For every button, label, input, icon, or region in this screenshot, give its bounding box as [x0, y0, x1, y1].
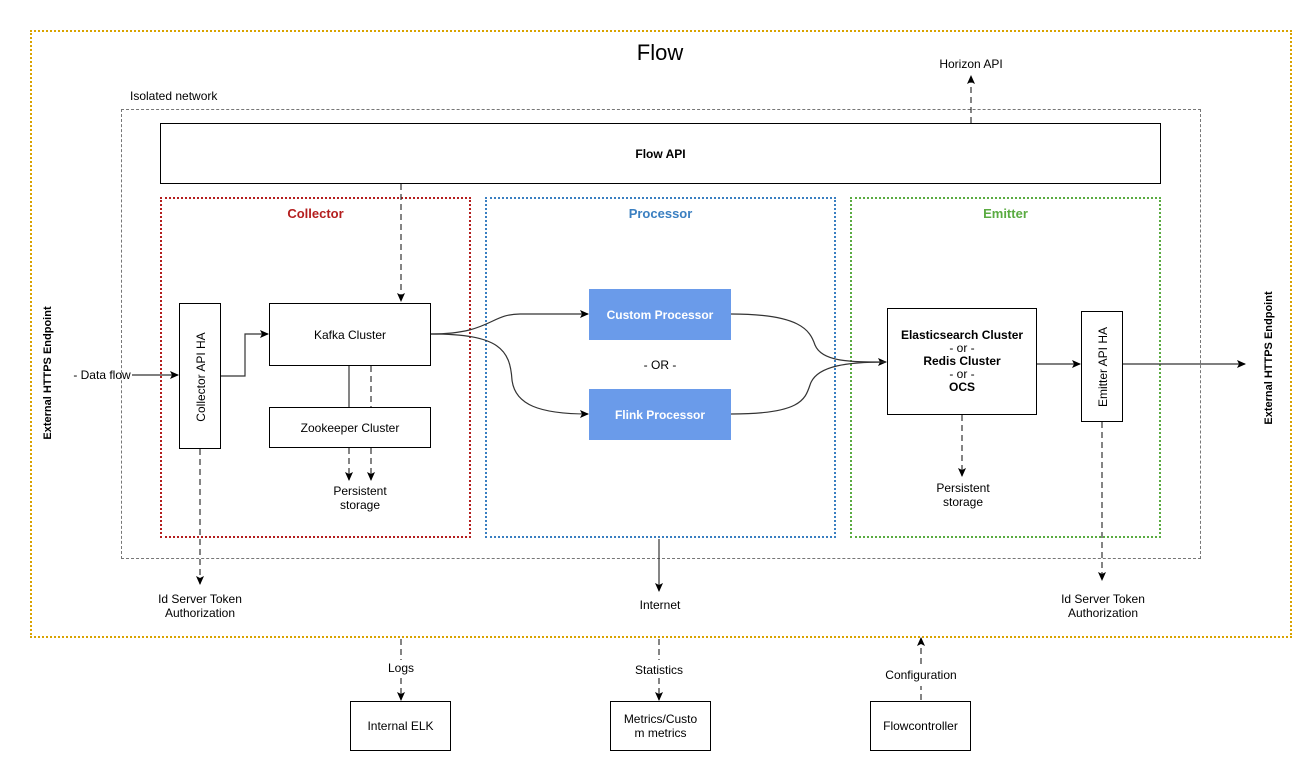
emitter-title: Emitter: [983, 206, 1028, 221]
collector-storage-line2: storage: [339, 498, 381, 512]
store-line3: Redis Cluster: [923, 354, 1001, 368]
emitter-storage-line1: Persistent: [936, 481, 990, 495]
flowcontroller-label: Flowcontroller: [883, 719, 958, 733]
collector-id-server-line2: Authorization: [164, 606, 236, 620]
collector-api-label: Collector API HA: [194, 332, 208, 422]
internal-elk-box: Internal ELK: [350, 701, 451, 751]
metrics-line1: Metrics/Custo: [623, 712, 698, 726]
diagram-title: Flow: [636, 40, 684, 65]
kafka-cluster-box: Kafka Cluster: [269, 303, 431, 366]
data-flow-label: - Data flow: [73, 368, 131, 382]
internet-label: Internet: [639, 598, 681, 612]
isolated-network-boundary: [121, 109, 1201, 559]
emitter-id-server-line1: Id Server Token: [1061, 592, 1145, 606]
external-endpoint-right: External HTTPS Endpoint: [1263, 291, 1275, 425]
processor-group: [485, 197, 836, 538]
flink-processor-label: Flink Processor: [614, 407, 706, 422]
horizon-api-label: Horizon API: [939, 57, 1003, 71]
flink-processor-box: Flink Processor: [589, 389, 731, 440]
processor-or-label: - OR -: [643, 358, 677, 372]
zookeeper-cluster-box: Zookeeper Cluster: [269, 407, 431, 448]
collector-title: Collector: [287, 206, 344, 221]
collector-id-server-line1: Id Server Token: [158, 592, 242, 606]
store-line1: Elasticsearch Cluster: [900, 328, 1024, 342]
custom-processor-label: Custom Processor: [606, 307, 714, 322]
store-line2: - or -: [949, 341, 975, 355]
emitter-id-server-line2: Authorization: [1067, 606, 1139, 620]
emitter-group: [850, 197, 1161, 538]
statistics-label: Statistics: [634, 663, 683, 677]
collector-persistent-storage: Persistent storage: [300, 484, 420, 512]
store-line4: - or -: [949, 367, 975, 381]
flow-api-box: Flow API: [160, 123, 1161, 184]
isolated-network-label: Isolated network: [130, 89, 218, 103]
zookeeper-cluster-label: Zookeeper Cluster: [300, 420, 400, 435]
metrics-box: Metrics/Custo m metrics: [610, 701, 711, 751]
emitter-api-label: Emitter API HA: [1096, 326, 1110, 408]
logs-label: Logs: [387, 661, 415, 675]
external-endpoint-left: External HTTPS Endpoint: [42, 306, 54, 440]
emitter-api-box: Emitter API HA: [1081, 311, 1123, 422]
emitter-storage-line2: storage: [942, 495, 984, 509]
metrics-line2: m metrics: [634, 726, 687, 740]
internal-elk-label: Internal ELK: [367, 719, 434, 733]
collector-api-box: Collector API HA: [179, 303, 221, 449]
configuration-label: Configuration: [885, 668, 957, 682]
collector-id-server: Id Server Token Authorization: [140, 592, 260, 620]
flow-boundary: [30, 30, 1292, 638]
emitter-id-server: Id Server Token Authorization: [1043, 592, 1163, 620]
flow-api-label: Flow API: [635, 146, 686, 161]
data-store-box: Elasticsearch Cluster - or - Redis Clust…: [887, 308, 1037, 415]
custom-processor-box: Custom Processor: [589, 289, 731, 340]
store-line5: OCS: [948, 380, 975, 394]
flowcontroller-box: Flowcontroller: [870, 701, 971, 751]
processor-title: Processor: [628, 206, 693, 221]
emitter-persistent-storage: Persistent storage: [903, 481, 1023, 509]
collector-group: [160, 197, 471, 538]
collector-storage-line1: Persistent: [333, 484, 387, 498]
kafka-cluster-label: Kafka Cluster: [313, 327, 387, 342]
